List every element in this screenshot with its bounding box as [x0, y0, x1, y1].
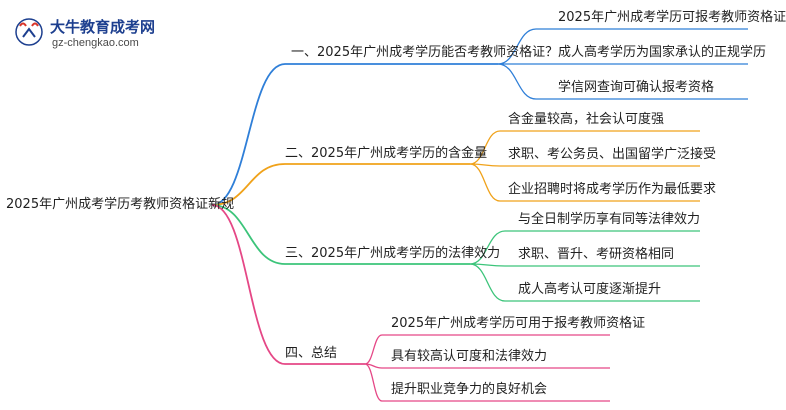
branch-2-curve: [211, 163, 286, 206]
branch-4-curve: [211, 204, 286, 365]
logo-name: 大牛教育成考网: [50, 18, 156, 36]
branch-3-item-2: 求职、晋升、考研资格相同: [518, 247, 675, 262]
branch-4-item-1-curve: [364, 334, 383, 365]
branch-3-item-1-curve: [469, 230, 506, 265]
connector-layer: [211, 28, 748, 402]
branch-3-title: 三、2025年广州成考学历的法律效力: [285, 246, 501, 261]
branch-2-item-1: 含金量较高，社会认可度强: [508, 112, 665, 127]
branch-1-item-2: 成人高考学历为国家承认的正规学历: [558, 45, 767, 60]
branch-2-item-3: 企业招聘时将成考学历作为最低要求: [508, 182, 717, 197]
branch-4-item-1: 2025年广州成考学历可用于报考教师资格证: [391, 316, 646, 331]
branch-4-item-2: 具有较高认可度和法律效力: [391, 349, 548, 364]
branch-4-item-3-curve: [364, 363, 383, 402]
branch-1-item-1-curve: [497, 28, 537, 65]
branch-2-item-1-curve: [469, 130, 501, 165]
branch-1-item-1: 2025年广州成考学历可报考教师资格证: [558, 10, 786, 25]
branch-1-curve: [211, 63, 286, 206]
branch-4-item-3: 提升职业竞争力的良好机会: [391, 382, 548, 397]
branch-1-item-3: 学信网查询可确认报考资格: [558, 80, 715, 95]
site-logo[interactable]: 大牛教育成考网 gz-chengkao.com: [14, 17, 164, 53]
branch-3-curve: [211, 204, 286, 265]
logo-url: gz-chengkao.com: [52, 37, 139, 49]
mind-map: 大牛教育成考网 gz-chengkao.com 2025年广州成考学历考教师资格…: [6, 10, 786, 402]
branch-2-item-3-curve: [469, 163, 501, 202]
branch-4-title: 四、总结: [285, 346, 338, 361]
branch-2-title: 二、2025年广州成考学历的含金量: [285, 146, 488, 161]
branch-3-item-3: 成人高考认可度逐渐提升: [518, 282, 662, 297]
branch-1-title: 一、2025年广州成考学历能否考教师资格证？: [291, 45, 559, 60]
branch-3-item-1: 与全日制学历享有同等法律效力: [518, 212, 701, 227]
bull-logo-icon: [15, 18, 43, 46]
root-node: 2025年广州成考学历考教师资格证新规: [6, 197, 235, 212]
branch-1-item-3-curve: [497, 63, 537, 100]
branch-2-item-2: 求职、考公务员、出国留学广泛接受: [508, 147, 717, 162]
branch-3-item-3-curve: [469, 263, 506, 302]
